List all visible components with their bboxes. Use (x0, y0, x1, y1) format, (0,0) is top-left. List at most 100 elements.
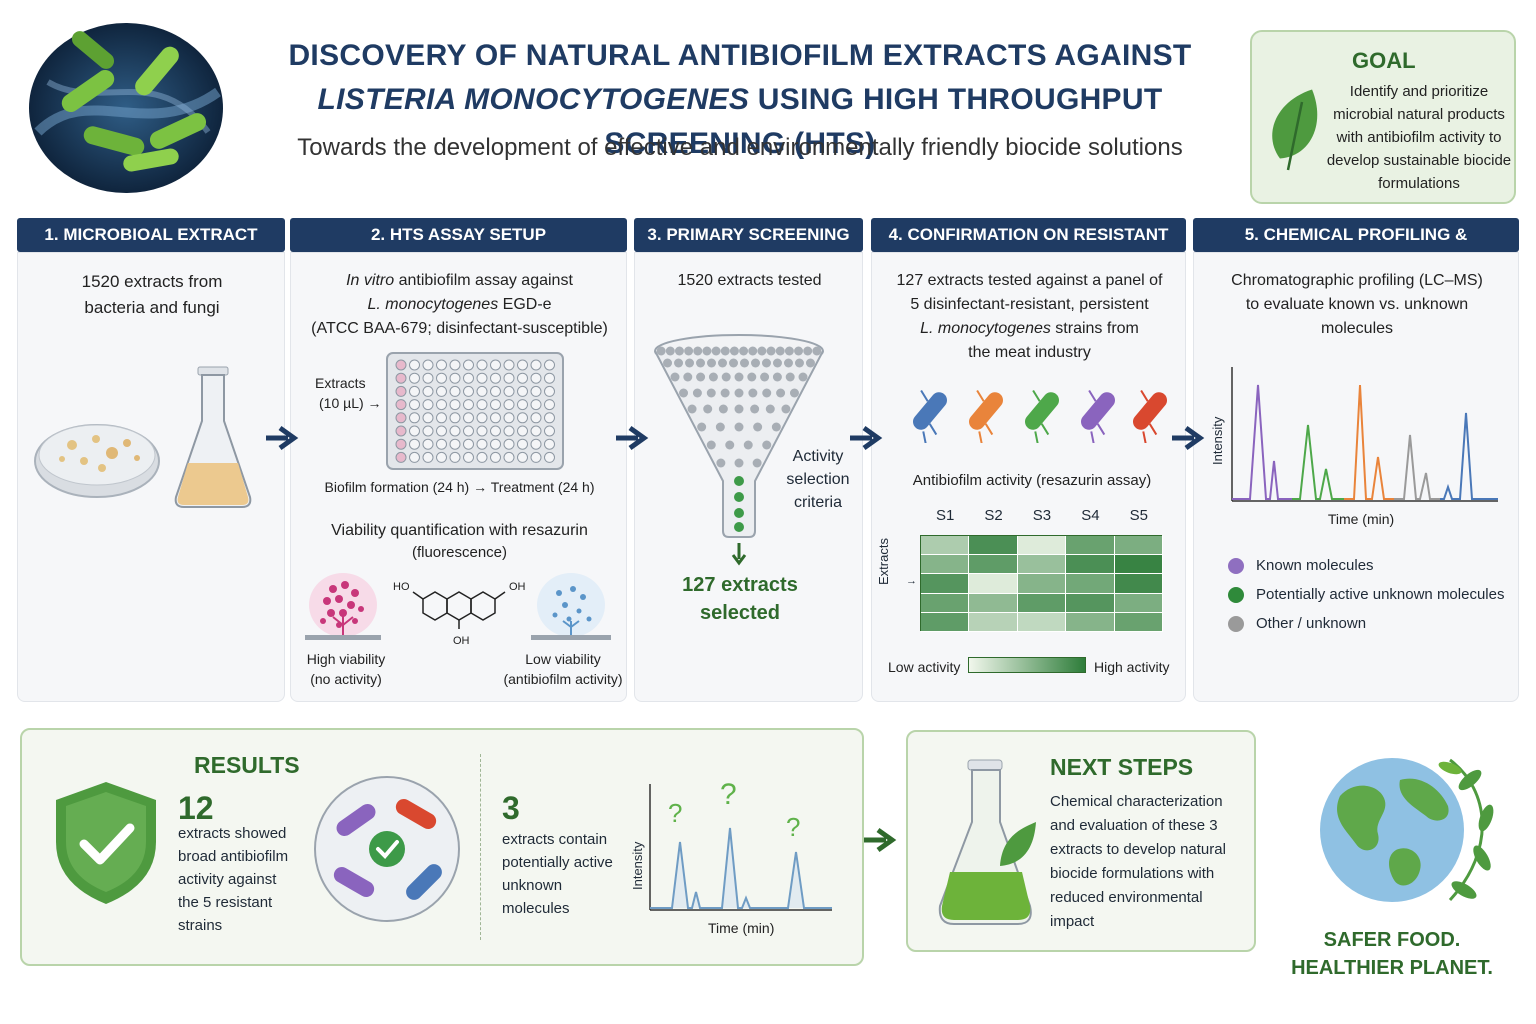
extract-dot (784, 346, 794, 356)
well (490, 385, 501, 397)
flow-arrow-4 (1172, 425, 1205, 451)
extract-dot (697, 422, 707, 432)
well (490, 412, 501, 424)
well (436, 359, 447, 371)
results-text-1: extracts showed broad antibiofilm activi… (178, 825, 289, 934)
results-box: RESULTS 12 extracts showed broad antibio… (20, 728, 864, 966)
extract-dot (750, 404, 760, 414)
well (517, 412, 528, 424)
well (436, 451, 447, 463)
down-arrow-icon (731, 543, 747, 566)
extract-dot (794, 346, 804, 356)
well (436, 425, 447, 437)
subtitle: Towards the development of effective and… (297, 134, 1183, 161)
extract-dot (718, 404, 728, 414)
flow-arrow-1 (266, 425, 299, 451)
well (409, 385, 420, 397)
well (544, 451, 555, 463)
well (409, 399, 420, 411)
extract-dot (685, 358, 695, 368)
extract-dot (696, 372, 706, 382)
extract-dot (757, 346, 767, 356)
extract-dot (734, 388, 744, 398)
slogan-line1: SAFER FOOD. (1323, 929, 1461, 951)
goal-heading: GOAL (1352, 48, 1416, 73)
extract-dot (789, 388, 799, 398)
well (449, 412, 461, 424)
well (436, 412, 447, 424)
extract-dot (798, 372, 808, 382)
well (449, 372, 461, 384)
well (503, 425, 515, 437)
heatmap-grid (920, 535, 1163, 632)
extract-dot (720, 388, 730, 398)
title-line1: DISCOVERY OF NATURAL ANTIBIOFILM EXTRACT… (288, 39, 1192, 72)
legend-item: Known molecules (1228, 557, 1518, 575)
heatmap-cell (1114, 574, 1163, 594)
extract-dot (734, 422, 744, 432)
extract-dot (776, 388, 786, 398)
extract-dot (718, 358, 728, 368)
title-italic: LISTERIA MONOCYTOGENES (317, 83, 750, 116)
extract-dot (729, 358, 739, 368)
well (503, 385, 515, 397)
next-steps-text: Chemical characterization and evaluation… (1050, 793, 1226, 930)
well (490, 372, 501, 384)
extract-dot (785, 372, 795, 382)
resazurin-structure-icon (412, 591, 506, 629)
heatmap-cell (1114, 536, 1163, 556)
extract-dot (725, 440, 735, 450)
chromatogram-ylabel: Intensity (1210, 416, 1225, 465)
oh-label: OH (509, 581, 526, 593)
heatmap-column-label: S2 (984, 507, 1003, 524)
heatmap-cell (921, 593, 970, 613)
low-activity-label: Low activity (888, 659, 961, 675)
heatmap-cell (1017, 593, 1067, 613)
bacteria-image (28, 22, 224, 194)
extract-dot (772, 358, 782, 368)
results-count-1: 12 (178, 790, 214, 826)
criteria-line1: Activity (792, 448, 844, 465)
extract-dot (734, 404, 744, 414)
results-xlabel: Time (min) (708, 920, 775, 936)
well (395, 425, 407, 437)
step2-line2: L. monocytogenes EGD-e (291, 293, 628, 317)
low-viability-text: Low viability (525, 651, 601, 667)
timeline-label: Biofilm formation (24 h) → Treatment (24… (324, 479, 595, 495)
step4-line3: L. monocytogenes strains from (872, 317, 1187, 341)
extract-dot (803, 346, 813, 356)
extract-dot (702, 346, 712, 356)
flow-arrow-3 (850, 425, 883, 451)
heatmap-cell (1114, 593, 1163, 613)
heatmap-cell (969, 593, 1018, 613)
well (463, 438, 474, 450)
legend-label: Other / unknown (1256, 615, 1367, 633)
extract-dot (674, 346, 684, 356)
extract-dot (748, 346, 758, 356)
heatmap-cell (921, 536, 970, 556)
chromatogram-xlabel: Time (min) (1327, 511, 1395, 527)
step4-line3-italic: L. monocytogenes (920, 320, 1051, 337)
slogan: SAFER FOOD. HEALTHIER PLANET. (1282, 926, 1502, 982)
high-viability-text: High viability (306, 651, 386, 667)
flask-icon (174, 366, 252, 508)
results-heading: RESULTS (194, 752, 300, 778)
extract-dot (729, 346, 739, 356)
extract-dot (684, 346, 694, 356)
heatmap-cell (969, 612, 1018, 632)
well (422, 359, 434, 371)
well (544, 399, 555, 411)
extract-dot (670, 372, 680, 382)
extract-dot (707, 358, 717, 368)
extract-dot (794, 358, 804, 368)
extract-dot (753, 422, 763, 432)
well (517, 399, 528, 411)
results-divider (480, 754, 481, 940)
well (395, 412, 407, 424)
well (517, 425, 528, 437)
well (544, 385, 555, 397)
step4-line4: the meat industry (968, 344, 1091, 361)
well (436, 372, 447, 384)
extract-dot (708, 372, 718, 382)
step2-line3: (ATCC BAA-679; disinfectant-susceptible) (311, 320, 608, 337)
